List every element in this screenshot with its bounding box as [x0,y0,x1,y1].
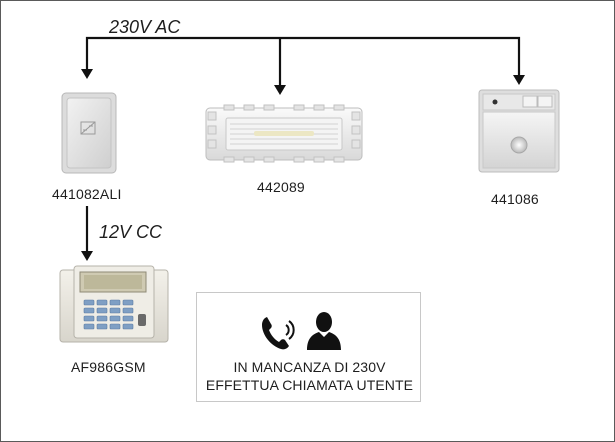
arrow-to-442089 [274,85,286,95]
phone-ringing-icon [262,317,295,350]
ac-bus-line [85,36,521,77]
device-441082ALI-image [61,92,117,174]
ac-supply-label: 230V AC [109,17,181,37]
notice-line-2: EFFETTUA CHIAMATA UTENTE [205,377,414,393]
arrow-to-441086 [513,75,525,85]
device-441086-image [478,89,560,173]
power-failure-notice: IN MANCANZA DI 230V EFFETTUA CHIAMATA UT… [196,292,421,402]
dc-supply-label: 12V CC [99,222,163,242]
device-AF986GSM-image [59,265,169,343]
device-441082ALI-label: 441082ALI [52,186,122,202]
notice-line-1: IN MANCANZA DI 230V [233,359,386,375]
arrow-to-AF986GSM [81,251,93,261]
device-442089-label: 442089 [257,179,305,195]
device-AF986GSM-label: AF986GSM [71,359,146,375]
user-icon [307,312,341,350]
device-441086-label: 441086 [491,191,539,207]
device-442089-image [205,104,363,163]
arrow-to-441082ALI [81,69,93,79]
